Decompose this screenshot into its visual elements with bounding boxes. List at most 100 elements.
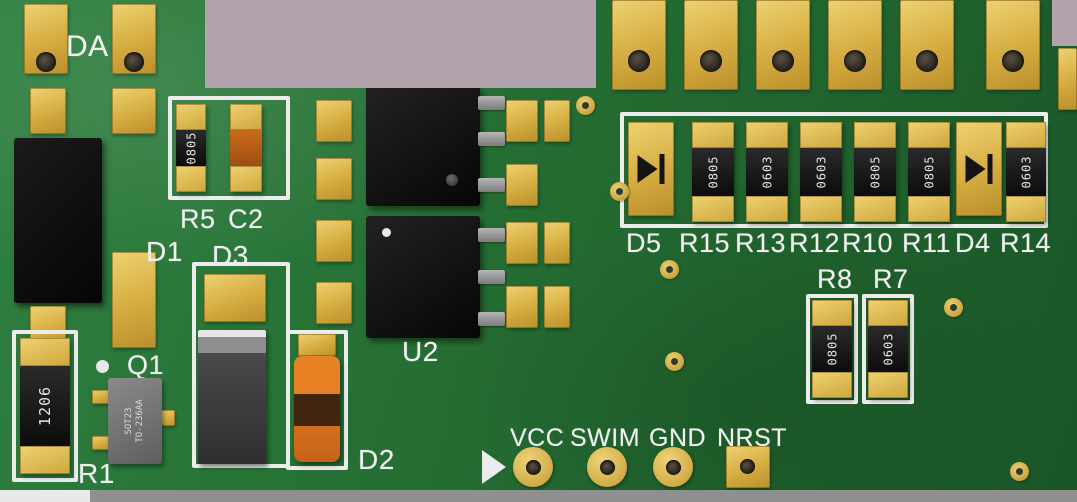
silkscreen-outline-d2	[286, 330, 348, 470]
resistor-marking: 1206	[36, 385, 54, 427]
pad-hole	[600, 460, 615, 475]
resistor-marking: 0805	[922, 155, 936, 189]
silkscreen-label-q1: Q1	[127, 350, 165, 380]
diode-d5	[628, 122, 674, 216]
resistor-r7: 0603	[868, 300, 908, 398]
capacitor-c2	[230, 104, 262, 192]
resistor-body: 0805	[176, 130, 206, 166]
resistor-pad	[692, 122, 734, 148]
ic-pin	[478, 228, 505, 242]
diode-band	[198, 330, 266, 337]
resistor-pad	[746, 122, 788, 148]
smd-pad	[92, 436, 109, 450]
silkscreen-label-d5: D5	[626, 228, 662, 258]
pad-swim	[587, 447, 627, 487]
pad-hole	[740, 459, 755, 474]
resistor-r1: 1206	[20, 338, 70, 474]
resistor-body: 0805	[854, 148, 896, 196]
silkscreen-label-r14: R14	[1000, 228, 1052, 258]
silkscreen-label-r15: R15	[679, 228, 731, 258]
background-bottom-left-strip	[0, 486, 90, 502]
capacitor-pad	[230, 104, 262, 130]
silkscreen-label-d4: D4	[955, 228, 991, 258]
resistor-marking: 0603	[1019, 155, 1033, 189]
resistor-pad	[812, 372, 852, 398]
pad-gnd	[653, 447, 693, 487]
via	[660, 260, 679, 279]
ic-u2-bottom-body	[366, 216, 480, 338]
silkscreen-label-r10: R10	[842, 228, 894, 258]
silkscreen-label-r11: R11	[902, 228, 952, 258]
silkscreen-label-r12: R12	[789, 228, 841, 258]
pad-hole	[772, 50, 794, 72]
resistor-pad	[868, 372, 908, 398]
diode-body	[198, 353, 266, 464]
mount-pad	[112, 4, 156, 74]
resistor-pad	[176, 166, 206, 192]
resistor-body: 0805	[812, 326, 852, 372]
mount-pad	[986, 0, 1040, 90]
via	[576, 96, 595, 115]
resistor-pad	[1006, 196, 1046, 222]
resistor-body: 0603	[1006, 148, 1046, 196]
pad-nrst	[726, 446, 770, 488]
resistor-pad	[1006, 122, 1046, 148]
diode-d3-body	[198, 330, 266, 464]
diode-triangle	[965, 155, 986, 183]
resistor-pad	[812, 300, 852, 326]
mount-pad	[24, 4, 68, 74]
smd-pad	[316, 100, 352, 142]
resistor-pad	[176, 104, 206, 130]
resistor-r13: 0603	[746, 122, 788, 222]
diode-triangle	[637, 155, 658, 183]
background-bottom-strip	[0, 486, 1077, 502]
silkscreen-label-r8: R8	[817, 264, 853, 294]
smd-pad	[506, 100, 538, 142]
silkscreen-label-d2: D2	[358, 444, 395, 475]
resistor-pad	[692, 196, 734, 222]
smd-pad	[298, 334, 336, 356]
transistor-marking-line2: TO-236AA	[135, 399, 145, 443]
silkscreen-label-r7: R7	[873, 264, 909, 294]
smd-pad	[204, 274, 266, 322]
pad-hole	[36, 52, 56, 72]
silkscreen-outline-row	[620, 112, 1048, 228]
resistor-r15: 0805	[692, 122, 734, 222]
diode-bar	[987, 154, 993, 184]
silkscreen-outline-r8	[806, 294, 858, 404]
resistor-body: 1206	[20, 366, 70, 446]
resistor-body: 0805	[692, 148, 734, 196]
smd-pad	[112, 252, 156, 348]
transistor-marking-line1: SOT23	[123, 407, 134, 435]
silkscreen-outline-r1	[12, 330, 78, 482]
silkscreen-label-r1: R1	[78, 458, 115, 489]
diode-mark	[637, 154, 665, 184]
smd-pad	[316, 158, 352, 200]
pin1-marker	[382, 228, 391, 237]
board-edge-highlight	[205, 85, 596, 88]
resistor-body: 0603	[868, 326, 908, 372]
via	[665, 352, 684, 371]
resistor-marking: 0805	[184, 131, 198, 165]
silkscreen-label-u2: U2	[402, 336, 439, 367]
smd-pad	[544, 222, 570, 264]
resistor-pad	[20, 446, 70, 474]
ic-pin	[478, 312, 505, 326]
component-d2-body	[294, 356, 340, 462]
smd-pad	[544, 286, 570, 328]
resistor-marking: 0603	[814, 155, 828, 189]
resistor-body: 0603	[800, 148, 842, 196]
mount-pad	[900, 0, 954, 90]
mount-pad	[612, 0, 666, 90]
resistor-pad	[908, 122, 950, 148]
diode-mark	[965, 154, 993, 184]
mount-pad	[828, 0, 882, 90]
silkscreen-label-c2: C2	[228, 204, 264, 234]
silkscreen-label-r5: R5	[180, 204, 216, 234]
pad-hole	[844, 50, 866, 72]
resistor-marking: 0805	[868, 155, 882, 189]
resistor-r8: 0805	[812, 300, 852, 398]
smd-pad	[544, 100, 570, 142]
